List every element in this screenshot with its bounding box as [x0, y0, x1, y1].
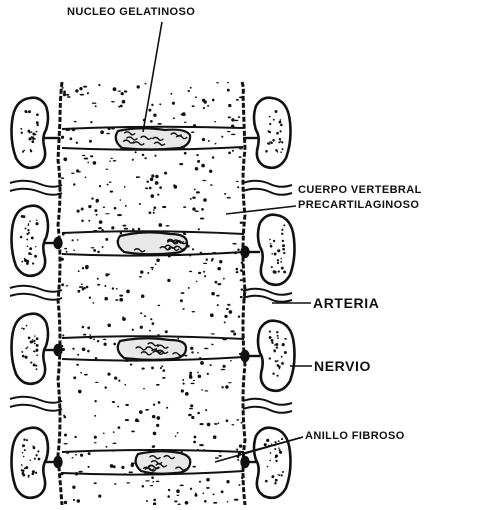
artery-left-2 — [10, 286, 62, 292]
nerve-knob-left-4 — [55, 457, 62, 467]
nerve-knob-right-4 — [242, 457, 249, 467]
artery-right-2 — [243, 289, 292, 295]
sclerotome-left-4 — [12, 428, 49, 498]
nerve-knob-left-3 — [55, 345, 62, 355]
artery-right-1 — [243, 181, 292, 187]
artery-right-1b — [243, 189, 292, 195]
label-anillo-fibroso: ANILLO FIBROSO — [305, 430, 405, 443]
sclerotomes-right — [254, 98, 295, 498]
artery-right-2b — [243, 296, 292, 302]
artery-left-1 — [10, 181, 62, 187]
artery-left-3 — [10, 397, 62, 403]
arteries — [10, 181, 292, 413]
sclerotome-right-2 — [258, 215, 295, 285]
sclerotome-left-2 — [12, 206, 49, 276]
sclerotome-left-3 — [12, 314, 49, 384]
sclerotome-right-1 — [254, 98, 291, 168]
artery-right-3b — [243, 407, 292, 413]
notochord-column-outline — [58, 82, 62, 505]
label-nucleo-gelatinoso: NUCLEO GELATINOSO — [67, 6, 195, 19]
nerve-knob-right-2 — [242, 247, 249, 257]
label-cuerpo-vertebral: CUERPO VERTEBRAL — [298, 184, 422, 197]
label-arteria: ARTERIA — [313, 295, 379, 311]
leader-cuerpo — [226, 206, 296, 214]
artery-left-1b — [10, 189, 62, 195]
column-right-outline — [242, 82, 245, 505]
label-nervio: NERVIO — [314, 358, 371, 374]
nerve-knob-left-2 — [55, 238, 62, 248]
nerve-knob-right-3 — [242, 351, 249, 361]
sclerotome-right-4 — [254, 428, 291, 498]
leader-nucleo — [143, 22, 162, 132]
artery-left-2b — [10, 294, 62, 300]
sclerotome-right-3 — [258, 321, 295, 391]
label-precartilaginoso: PRECARTILAGINOSO — [298, 199, 419, 212]
artery-left-3b — [10, 405, 62, 411]
nerves — [44, 138, 260, 467]
artery-right-3 — [243, 399, 292, 405]
